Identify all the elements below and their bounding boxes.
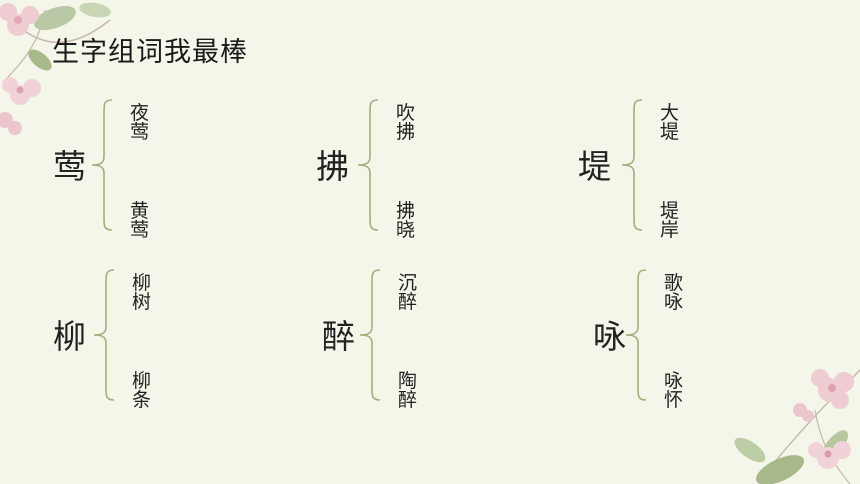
character: 醉 xyxy=(322,317,355,356)
character: 柳 xyxy=(53,317,86,356)
flower-decoration-top-left xyxy=(0,2,111,135)
word: 沉醉 xyxy=(398,272,418,313)
word: 黄莺 xyxy=(130,200,150,241)
word: 歌咏 xyxy=(664,272,684,313)
word: 夜莺 xyxy=(130,102,150,143)
word: 吹拂 xyxy=(396,102,416,143)
brace-line xyxy=(359,269,381,401)
word: 堤岸 xyxy=(660,200,680,241)
word: 咏怀 xyxy=(664,370,684,411)
character: 堤 xyxy=(578,147,611,186)
character: 莺 xyxy=(53,147,86,186)
brace-line xyxy=(357,99,379,231)
page-title: 生字组词我最棒 xyxy=(52,37,248,68)
character: 拂 xyxy=(316,147,349,186)
character: 咏 xyxy=(593,317,626,356)
word: 大堤 xyxy=(660,102,680,143)
brace-line xyxy=(91,99,113,231)
brace-line xyxy=(625,269,647,401)
brace-line xyxy=(93,269,115,401)
brace-line xyxy=(621,99,643,231)
word: 柳条 xyxy=(132,370,152,411)
word: 陶醉 xyxy=(398,370,418,411)
word: 柳树 xyxy=(132,272,152,313)
flower-decoration-bottom-right xyxy=(734,369,860,484)
word: 拂晓 xyxy=(396,200,416,241)
